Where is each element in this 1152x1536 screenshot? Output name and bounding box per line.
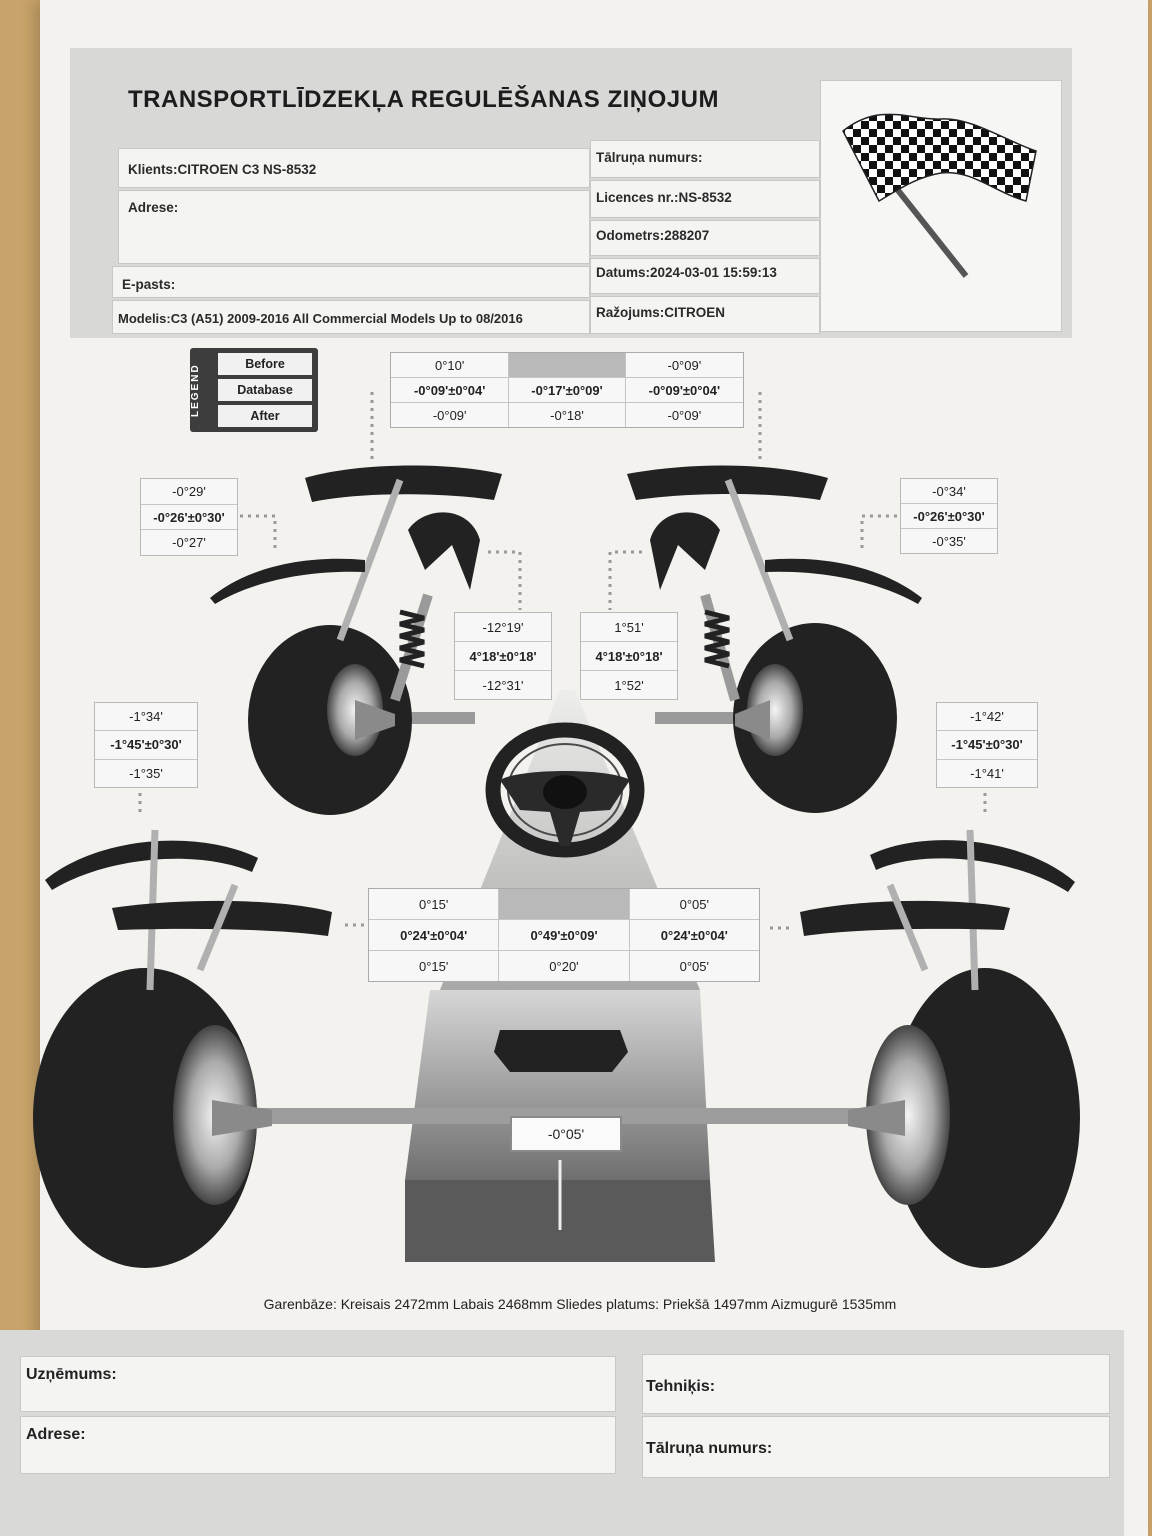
front-toe-left-after: -0°09': [432, 407, 467, 423]
caster-right-database: 4°18'±0°18': [581, 642, 677, 671]
caster-left-table: -12°19' 4°18'±0°18' -12°31': [454, 612, 552, 700]
rear-left-wheel: [33, 968, 272, 1268]
front-toe-right-col: -0°09' -0°09'±0°04' -0°09': [625, 353, 743, 427]
front-toe-right-after: -0°09': [667, 407, 702, 423]
rear-camber-left-before: -1°34': [95, 703, 197, 732]
rear-camber-right-after: -1°41': [970, 765, 1004, 781]
footer-address-box: [20, 1416, 616, 1474]
odometer-box: [590, 220, 820, 256]
caster-right-table: 1°51' 4°18'±0°18' 1°52': [580, 612, 678, 700]
front-toe-table: 0°10' -0°09'±0°04' -0°09' -0°17'±0°09' -…: [390, 352, 744, 428]
leader-lines: [138, 392, 987, 930]
rear-toe-table: 0°15' 0°24'±0°04' 0°15' 0°49'±0°09' 0°20…: [368, 888, 760, 982]
front-toe-right-database: -0°09'±0°04': [625, 378, 743, 403]
rear-toe-left-col: 0°15' 0°24'±0°04' 0°15': [369, 889, 500, 981]
front-toe-total-after: -0°18': [550, 407, 584, 423]
rear-toe-total-database: 0°49'±0°09': [499, 920, 629, 951]
front-toe-right-before: -0°09': [625, 353, 743, 378]
company-box: [20, 1356, 616, 1412]
caster-left-after: -12°31': [482, 677, 524, 693]
company-label: Uzņēmums:: [26, 1366, 117, 1383]
model-box: [112, 300, 590, 334]
footer-phone-box: [642, 1416, 1110, 1478]
phone-field: Tālruņa numurs:: [596, 150, 703, 165]
technician-box: [642, 1354, 1110, 1414]
rear-toe-left-before: 0°15': [369, 889, 499, 920]
front-left-shock: [390, 593, 433, 702]
front-toe-left-database: -0°09'±0°04': [391, 378, 509, 403]
front-camber-left-before: -0°29': [141, 479, 237, 505]
checkered-flag-icon: [842, 113, 1037, 278]
phone-box: [590, 140, 820, 178]
address-field: Adrese:: [128, 200, 179, 215]
steering-wheel-icon: [485, 722, 645, 858]
front-toe-total-col: -0°17'±0°09' -0°18': [509, 353, 626, 427]
rear-camber-right-database: -1°45'±0°30': [937, 731, 1037, 760]
rear-toe-right-database: 0°24'±0°04': [629, 920, 759, 951]
front-camber-left-database: -0°26'±0°30': [141, 505, 237, 531]
front-toe-left-col: 0°10' -0°09'±0°04' -0°09': [391, 353, 510, 427]
front-camber-right-database: -0°26'±0°30': [901, 504, 997, 529]
legend: LEGEND Before Database After: [190, 348, 318, 432]
rear-camber-right-before: -1°42': [937, 703, 1037, 732]
rear-toe-right-after: 0°05': [679, 958, 709, 974]
front-camber-right-table: -0°34' -0°26'±0°30' -0°35': [900, 478, 998, 554]
rear-camber-left-database: -1°45'±0°30': [95, 731, 197, 760]
rear-toe-right-before: 0°05': [629, 889, 759, 920]
thrust-angle: -0°05': [510, 1116, 622, 1152]
rear-camber-right-table: -1°42' -1°45'±0°30' -1°41': [936, 702, 1038, 788]
caster-left-before: -12°19': [455, 613, 551, 642]
front-toe-total-blank: [509, 353, 625, 378]
caster-right-before: 1°51': [581, 613, 677, 642]
rear-right-wheel: [848, 968, 1080, 1268]
front-camber-right-after: -0°35': [932, 533, 966, 549]
email-box: [112, 266, 590, 298]
rear-toe-total-col: 0°49'±0°09' 0°20': [499, 889, 630, 981]
odometer-field: Odometrs:288207: [596, 228, 710, 243]
address-box: [118, 190, 590, 264]
legend-database: Database: [218, 379, 312, 401]
make-box: [590, 296, 820, 334]
front-toe-total-database: -0°17'±0°09': [509, 378, 625, 403]
date-field: Datums:2024-03-01 15:59:13: [596, 265, 777, 280]
rear-toe-total-after: 0°20': [549, 958, 579, 974]
email-field: E-pasts:: [122, 277, 176, 292]
front-right-shock: [700, 593, 740, 702]
caster-right-after: 1°52': [614, 677, 644, 693]
caster-indicators: [408, 512, 720, 590]
rear-toe-indicators: [112, 883, 1010, 972]
model-field: Modelis:C3 (A51) 2009-2016 All Commercia…: [118, 311, 523, 326]
front-camber-indicators: [210, 558, 922, 604]
make-field: Ražojums:CITROEN: [596, 305, 726, 320]
caster-left-database: 4°18'±0°18': [455, 642, 551, 671]
rear-toe-left-database: 0°24'±0°04': [369, 920, 499, 951]
rear-toe-total-blank: [499, 889, 629, 920]
rear-camber-left-table: -1°34' -1°45'±0°30' -1°35': [94, 702, 198, 788]
license-box: [590, 180, 820, 218]
front-left-wheel: [248, 625, 412, 815]
client-field: Klients:CITROEN C3 NS-8532: [128, 162, 317, 177]
front-camber-left-table: -0°29' -0°26'±0°30' -0°27': [140, 478, 238, 556]
front-camber-right-before: -0°34': [901, 479, 997, 504]
license-field: Licences nr.:NS-8532: [596, 190, 732, 205]
footer-address-label: Adrese:: [26, 1426, 86, 1443]
front-toe-left-before: 0°10': [391, 353, 509, 378]
flag-box: [820, 80, 1062, 332]
report-title: TRANSPORTLĪDZEKĻA REGULĒŠANAS ZIŅOJUM: [128, 86, 719, 113]
front-right-wheel: [733, 623, 897, 813]
date-box: [590, 258, 820, 294]
rear-toe-right-col: 0°05' 0°24'±0°04' 0°05': [629, 889, 759, 981]
rear-toe-left-after: 0°15': [418, 958, 449, 974]
wheelbase-track-measurements: Garenbāze: Kreisais 2472mm Labais 2468mm…: [263, 1296, 897, 1312]
front-camber-left-after: -0°27': [172, 535, 206, 551]
rear-camber-left-after: -1°35': [129, 765, 163, 781]
technician-label: Tehniķis:: [646, 1378, 716, 1395]
front-toe-indicators: [305, 465, 828, 642]
legend-before: Before: [218, 353, 312, 375]
legend-after: After: [218, 405, 312, 427]
client-box: [118, 148, 590, 188]
footer-phone-label: Tālruņa numurs:: [646, 1440, 773, 1457]
